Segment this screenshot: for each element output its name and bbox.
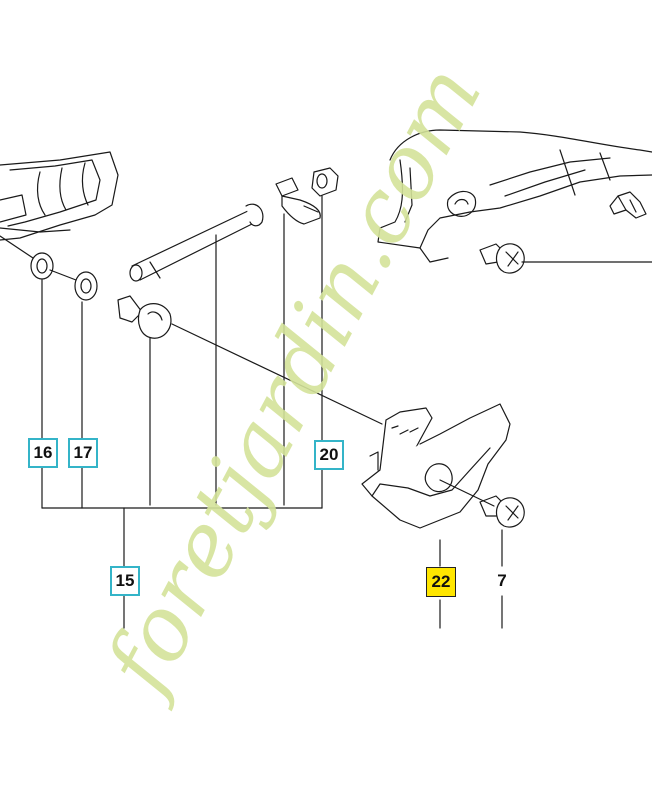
- callout-17[interactable]: 17: [68, 438, 98, 468]
- callout-20[interactable]: 20: [314, 440, 344, 470]
- watermark: foretjardin.com: [83, 49, 502, 713]
- screw-upper: [479, 243, 652, 274]
- pin-collar: [117, 295, 383, 506]
- part-22-guard: [361, 403, 511, 629]
- saw-handle-fragment: [377, 129, 652, 263]
- washer-17: [49, 269, 98, 439]
- saw-body-fragment: [0, 151, 119, 241]
- bushing: [275, 167, 339, 506]
- washer-16: [0, 235, 54, 439]
- callout-16[interactable]: 16: [28, 438, 58, 468]
- callout-7[interactable]: 7: [497, 571, 507, 590]
- watermark-text: foretjardin.com: [83, 49, 502, 713]
- callout-15[interactable]: 15: [110, 566, 140, 596]
- callout-22[interactable]: 22: [426, 567, 456, 597]
- group-bracket-15: [41, 467, 323, 629]
- pin-long: [129, 203, 264, 506]
- screw-7: [479, 495, 525, 629]
